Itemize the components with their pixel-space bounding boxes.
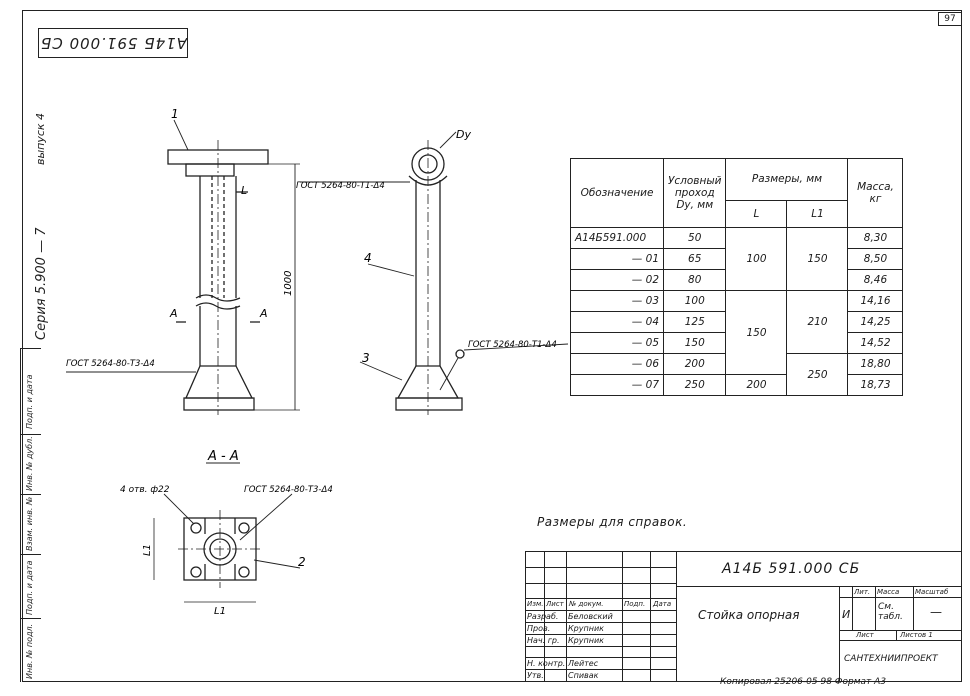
weld-label-left: ГОСТ 5264-80-Т3-Δ4 — [66, 359, 155, 369]
dy-label: Dу — [456, 128, 471, 141]
approval-cell: Инв. № дубл. — [21, 434, 41, 495]
approval-cell: Подп. и дата — [21, 554, 41, 619]
section-mark-left: A — [169, 307, 178, 320]
weld-label-top: ГОСТ 5264-80-Т1-Δ4 — [296, 181, 385, 191]
table-row: — 07 250 200 18,73 — [570, 374, 904, 396]
organization: САНТЕХНИИПРОЕКТ — [844, 654, 938, 664]
spec-table: Обозначение Условный проход Dу, мм Разме… — [570, 158, 904, 396]
approval-cell: Взам. инв. № — [21, 494, 41, 555]
approval-cell: Инв. № подл. — [21, 618, 41, 683]
callout-pos-2: 2 — [298, 555, 306, 569]
reference-note: Размеры для справок. — [537, 515, 688, 529]
table-row: — 02 80 8,46 — [570, 269, 904, 291]
weld-label-right: ГОСТ 5264-80-Т1-Δ4 — [468, 340, 557, 350]
dim-L1-vertical: L1 — [142, 544, 153, 556]
dim-L-label: L — [241, 184, 247, 197]
side-view — [300, 131, 569, 415]
header-sizes: Размеры, мм — [725, 158, 849, 201]
header-L: L — [725, 199, 788, 229]
table-row: — 03 100 150 210 14,16 — [570, 290, 904, 375]
copy-line: Копировал 25206-05 98 Формат А3 — [720, 677, 887, 687]
callout-pos-1: 1 — [171, 107, 179, 121]
table-row: — 01 65 8,50 — [570, 248, 904, 270]
table-row: — 06 200 250 18,80 — [570, 353, 904, 396]
sheet-frame — [22, 10, 962, 682]
approval-cell: Подп. и дата — [21, 348, 41, 435]
callout-pos-3: 3 — [362, 351, 370, 365]
table-row: А14Б591.000 50 100 150 8,30 — [570, 227, 904, 291]
approval-strip: Подп. и дата Инв. № дубл. Взам. инв. № П… — [20, 348, 41, 682]
header-mass: Масса, кг — [847, 158, 904, 228]
product-name: Стойка опорная — [698, 608, 800, 622]
dim-L1-horizontal: L1 — [214, 606, 226, 617]
section-mark-right: A — [259, 307, 268, 320]
front-view — [66, 119, 300, 415]
title-block: Изм. Лист № докум. Подп. Дата Разраб. Бе… — [525, 551, 962, 682]
dim-1000-label: 1000 — [283, 271, 294, 296]
weld-label-section: ГОСТ 5264-80-Т3-Δ4 — [244, 485, 333, 495]
header-dn: Условный проход Dу, мм — [662, 158, 727, 228]
header-designation: Обозначение — [570, 158, 664, 228]
callout-pos-4: 4 — [364, 251, 372, 265]
page-number: 97 — [938, 12, 962, 26]
section-title: A - A — [207, 449, 239, 464]
holes-label: 4 отв. ф22 — [120, 485, 170, 495]
section-view — [153, 462, 301, 603]
doc-code-stamp: А14Б 591.000 СБ — [38, 28, 188, 58]
header-L1: L1 — [786, 199, 849, 229]
doc-code: А14Б 591.000 СБ — [722, 561, 861, 577]
